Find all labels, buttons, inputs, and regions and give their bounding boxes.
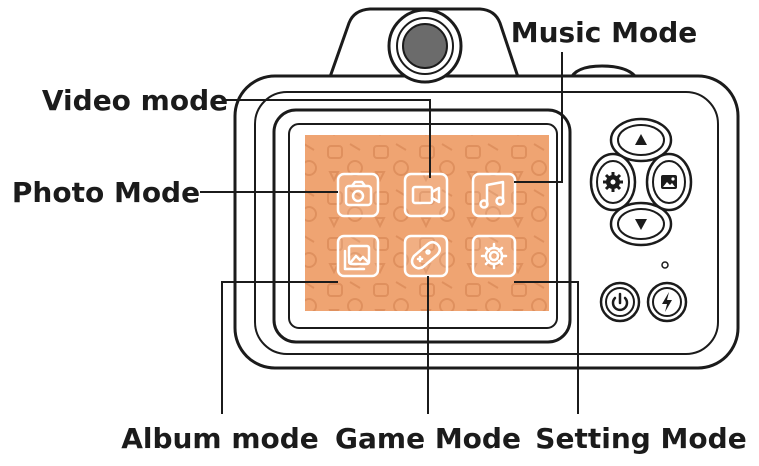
camera-icon[interactable] xyxy=(336,172,380,218)
setting-mode-label: Setting Mode xyxy=(535,422,746,455)
music-mode-leader xyxy=(514,52,563,183)
leader-lines xyxy=(200,52,579,414)
album-mode-leader xyxy=(221,281,338,414)
music-note-icon[interactable] xyxy=(471,172,517,218)
power-button[interactable] xyxy=(599,281,641,323)
dpad-down-button[interactable] xyxy=(609,201,673,247)
power-icon xyxy=(611,292,629,312)
settings-gear-icon xyxy=(603,172,623,192)
video-camera-icon[interactable] xyxy=(403,172,449,218)
image-icon xyxy=(661,175,677,189)
gamepad-icon[interactable] xyxy=(403,234,449,278)
gear-icon[interactable] xyxy=(471,234,517,278)
photo-mode-label: Photo Mode xyxy=(12,176,200,209)
music-mode-label: Music Mode xyxy=(511,16,698,49)
video-mode-leader xyxy=(222,99,431,178)
arrow-up-icon xyxy=(635,134,647,145)
indicator-light xyxy=(661,261,669,269)
arrow-down-icon xyxy=(635,219,647,230)
album-mode-label: Album mode xyxy=(121,422,319,455)
dpad-up-button[interactable] xyxy=(609,117,673,163)
dpad-left-button[interactable] xyxy=(589,152,637,212)
video-mode-label: Video mode xyxy=(42,84,228,117)
screen-menu xyxy=(336,172,517,278)
dpad-right-button[interactable] xyxy=(645,152,693,212)
lightning-icon xyxy=(662,292,672,312)
flash-button[interactable] xyxy=(646,281,688,323)
lens xyxy=(387,8,463,84)
setting-mode-leader xyxy=(514,281,579,414)
album-icon[interactable] xyxy=(336,234,380,278)
screen xyxy=(305,135,549,311)
game-mode-label: Game Mode xyxy=(335,422,521,455)
dpad xyxy=(589,117,693,247)
